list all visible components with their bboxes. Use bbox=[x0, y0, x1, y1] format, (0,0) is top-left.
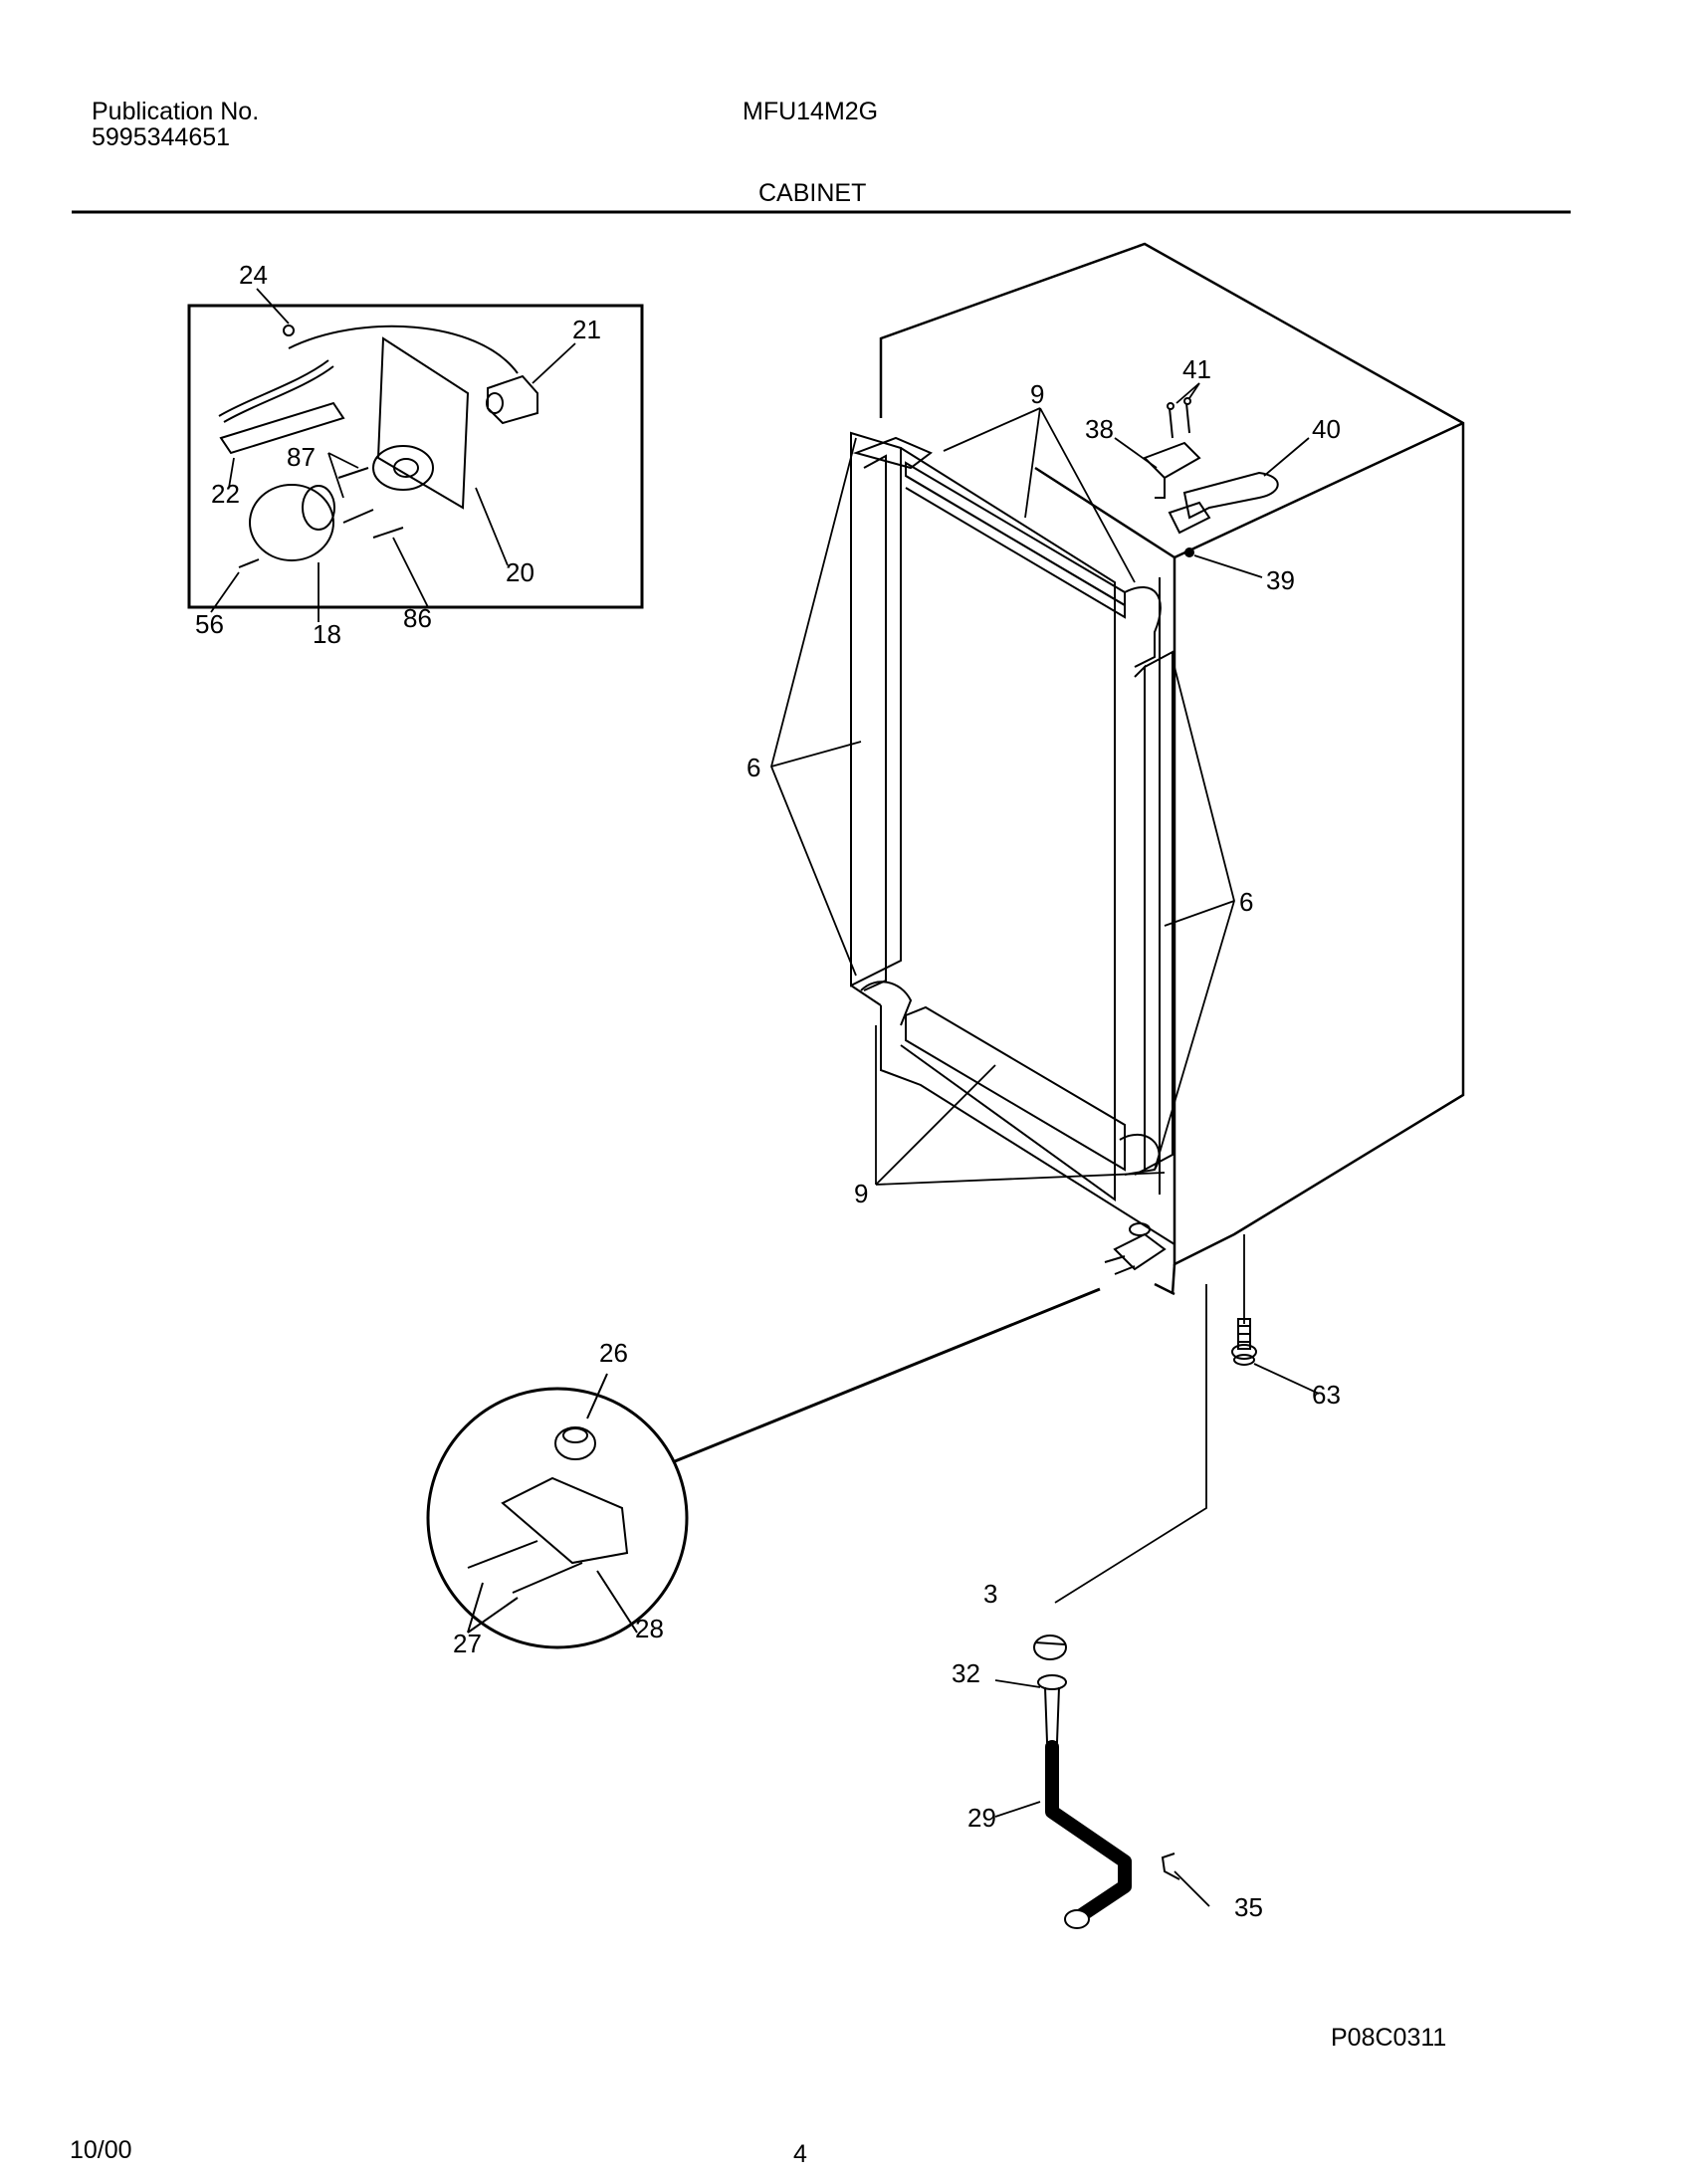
callout-9-bottom: 9 bbox=[854, 1179, 868, 1208]
drain-parts bbox=[1033, 1635, 1067, 1743]
hinge-detail-circle bbox=[426, 1387, 689, 1649]
callout-21: 21 bbox=[572, 315, 601, 344]
hinge-detail-parts bbox=[467, 1373, 638, 1634]
callout-41: 41 bbox=[1182, 354, 1211, 384]
control-assembly bbox=[218, 325, 538, 568]
callout-38: 38 bbox=[1085, 414, 1114, 444]
callout-29: 29 bbox=[967, 1803, 996, 1833]
callout-28: 28 bbox=[635, 1614, 664, 1643]
leader-lines bbox=[674, 382, 1320, 1907]
control-leaders bbox=[210, 288, 576, 622]
callout-27: 27 bbox=[453, 1629, 482, 1658]
cabinet-body bbox=[879, 242, 1465, 1296]
callout-35: 35 bbox=[1234, 1892, 1263, 1922]
callout-40: 40 bbox=[1312, 414, 1341, 444]
callout-6-left: 6 bbox=[747, 753, 760, 782]
callout-18: 18 bbox=[313, 619, 341, 649]
callout-26: 26 bbox=[599, 1338, 628, 1368]
footer-date: 10/00 bbox=[70, 2136, 132, 2164]
section-title: CABINET bbox=[758, 179, 867, 207]
drain-hose bbox=[1045, 1740, 1132, 1923]
callout-87: 87 bbox=[287, 442, 316, 472]
lower-hinge bbox=[1104, 1222, 1167, 1275]
upper-hinge-assembly bbox=[1143, 397, 1279, 557]
model-number: MFU14M2G bbox=[743, 98, 879, 125]
callout-20: 20 bbox=[506, 557, 534, 587]
leveling-foot bbox=[1231, 1318, 1257, 1366]
callout-32: 32 bbox=[952, 1658, 980, 1688]
callout-24: 24 bbox=[239, 260, 268, 290]
callout-9-top: 9 bbox=[1030, 379, 1044, 409]
page-number: 4 bbox=[793, 2140, 807, 2168]
figure-code: P08C0311 bbox=[1331, 2024, 1447, 2052]
control-detail-box bbox=[187, 304, 644, 609]
door-frame bbox=[850, 431, 1175, 1245]
callout-56: 56 bbox=[195, 609, 224, 639]
hose-clip bbox=[1161, 1853, 1180, 1880]
callout-22: 22 bbox=[211, 479, 240, 509]
callout-39: 39 bbox=[1266, 565, 1295, 595]
callout-63: 63 bbox=[1312, 1380, 1341, 1410]
publication-number: 5995344651 bbox=[92, 123, 231, 151]
callout-86: 86 bbox=[403, 603, 432, 633]
callout-3: 3 bbox=[983, 1579, 997, 1609]
publication-label: Publication No. bbox=[92, 98, 260, 125]
callout-6-right: 6 bbox=[1239, 887, 1253, 917]
